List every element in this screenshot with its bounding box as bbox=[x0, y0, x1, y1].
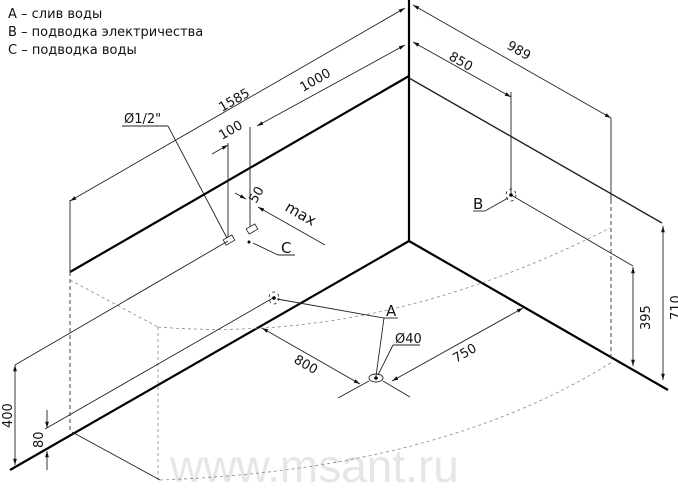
drain-diameter-label: Ø40 bbox=[395, 332, 422, 347]
walls bbox=[9, 0, 669, 471]
dim-800: 800 bbox=[291, 352, 320, 377]
bathtub-outline bbox=[69, 200, 613, 481]
dim-50: 50 bbox=[246, 184, 267, 206]
right-wall-top-edge bbox=[408, 77, 663, 224]
right-wall-floor-edge bbox=[408, 240, 669, 391]
pipe-diameter-label: Ø1/2" bbox=[124, 112, 161, 127]
dim-710: 710 bbox=[669, 295, 678, 320]
overflow-hole bbox=[268, 291, 280, 305]
dim-750: 750 bbox=[451, 341, 480, 366]
dim-395: 395 bbox=[639, 305, 654, 330]
left-wall-floor-edge bbox=[9, 240, 410, 471]
dim-80: 80 bbox=[32, 431, 47, 448]
label-a: A bbox=[386, 302, 397, 320]
water-pipe-left bbox=[222, 234, 236, 246]
label-c: C bbox=[281, 239, 291, 257]
dim-1000: 1000 bbox=[298, 66, 334, 96]
dim-max: max bbox=[282, 198, 319, 230]
dim-850: 850 bbox=[446, 49, 475, 74]
electric-outlet-b bbox=[505, 188, 517, 202]
watermark: www.msant.ru bbox=[169, 440, 459, 488]
dimension-lines bbox=[13, 4, 665, 470]
water-pipe-right bbox=[245, 223, 259, 235]
label-b: B bbox=[473, 195, 483, 213]
dim-1585: 1585 bbox=[217, 86, 253, 116]
dim-100: 100 bbox=[217, 118, 246, 143]
dim-989: 989 bbox=[504, 38, 533, 63]
drain-a bbox=[368, 373, 384, 383]
dim-400: 400 bbox=[1, 403, 16, 428]
